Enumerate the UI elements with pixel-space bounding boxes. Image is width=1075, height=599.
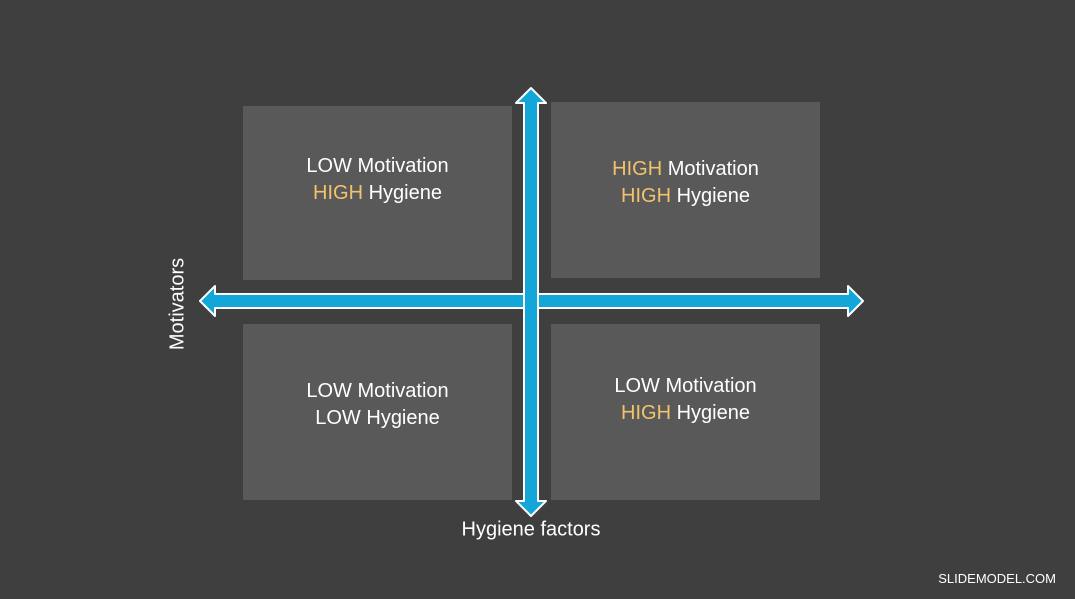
quadrant-low-motivation-high-hygiene: LOW Motivation HIGH Hygiene: [243, 106, 512, 280]
y-axis-label: Motivators: [166, 257, 189, 351]
quadrant-line-motivation: LOW Motivation: [306, 153, 448, 180]
level-word: HIGH: [621, 185, 672, 207]
level-word: LOW: [315, 407, 361, 429]
axis-crossing: [525, 295, 537, 307]
quadrant-line-hygiene: LOW Hygiene: [315, 405, 440, 432]
quadrant-line-motivation: HIGH Motivation: [612, 156, 759, 183]
level-subject: Hygiene: [671, 185, 750, 207]
level-subject: Hygiene: [671, 402, 750, 424]
level-subject: Motivation: [659, 375, 757, 397]
brand-watermark: SLIDEMODEL.COM: [938, 571, 1056, 586]
level-word: HIGH: [621, 402, 672, 424]
level-subject: Motivation: [662, 158, 759, 180]
level-subject: Hygiene: [363, 182, 442, 204]
quadrant-low-motivation-high-hygiene-alt: LOW Motivation HIGH Hygiene: [551, 324, 820, 500]
quadrant-high-motivation-high-hygiene: HIGH Motivation HIGH Hygiene: [551, 102, 820, 278]
level-word: HIGH: [313, 182, 364, 204]
quadrant-line-motivation: LOW Motivation: [306, 378, 448, 405]
quadrant-line-motivation: LOW Motivation: [614, 373, 756, 400]
x-axis-label: Hygiene factors: [461, 518, 601, 541]
level-word: HIGH: [612, 158, 663, 180]
quadrant-line-hygiene: HIGH Hygiene: [621, 183, 750, 210]
level-subject: Motivation: [351, 380, 449, 402]
level-subject: Motivation: [351, 155, 449, 177]
quadrant-low-motivation-low-hygiene: LOW Motivation LOW Hygiene: [243, 324, 512, 500]
level-word: LOW: [306, 155, 352, 177]
level-word: LOW: [306, 380, 352, 402]
level-subject: Hygiene: [360, 407, 440, 429]
quadrant-line-hygiene: HIGH Hygiene: [621, 400, 750, 427]
level-word: LOW: [614, 375, 660, 397]
quadrant-line-hygiene: HIGH Hygiene: [313, 180, 442, 207]
